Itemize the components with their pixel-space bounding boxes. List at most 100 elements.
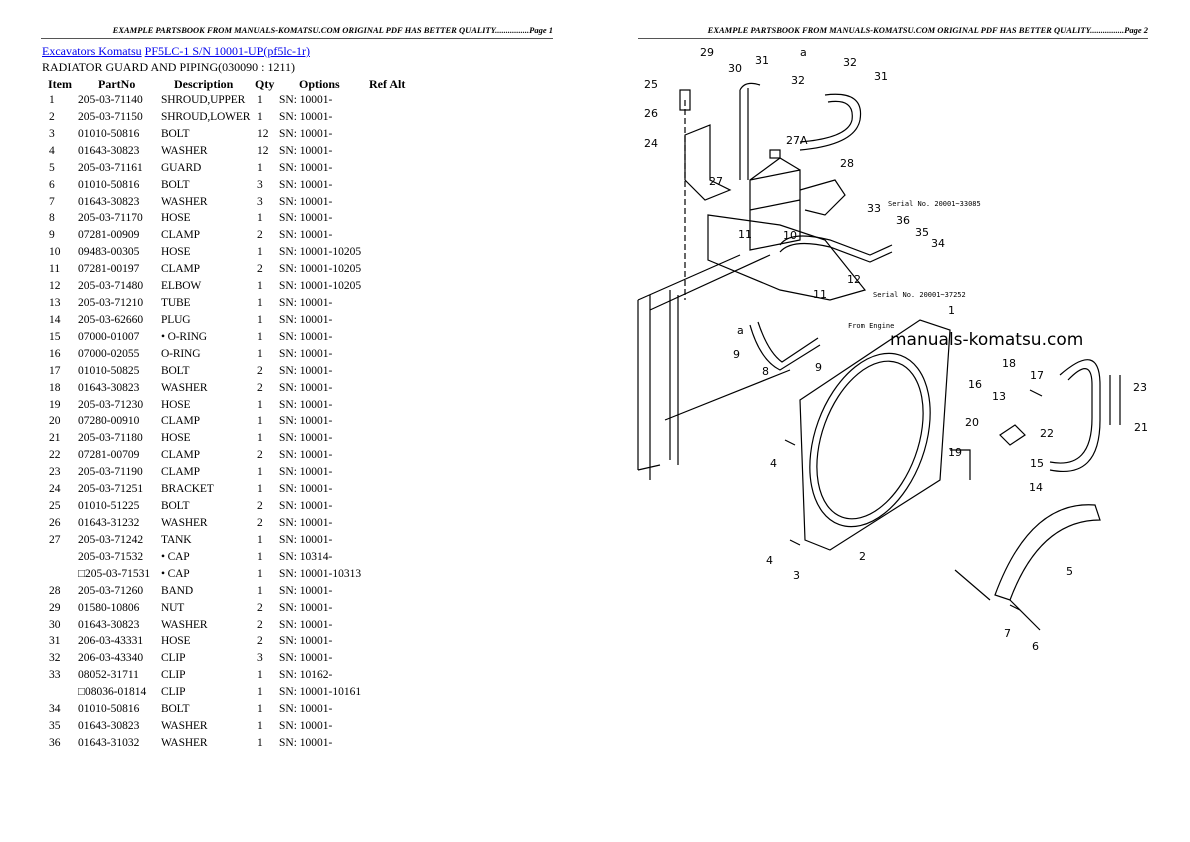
cell-item: 27	[49, 533, 61, 546]
callout-31: 31	[755, 54, 769, 67]
cell-options: SN: 10001-	[279, 313, 333, 326]
cell-item: 13	[49, 297, 61, 310]
cell-options: SN: 10001-10205	[279, 246, 362, 259]
cell-options: SN: 10001-	[279, 381, 333, 394]
cell-qty: 2	[257, 618, 263, 631]
cell-qty: 3	[257, 195, 263, 208]
cell-item: 14	[49, 313, 61, 326]
cell-item: 24	[49, 483, 61, 496]
cell-options: SN: 10001-10205	[279, 280, 362, 293]
cell-options: SN: 10001-	[279, 720, 333, 733]
callout-29: 29	[700, 46, 714, 59]
cell-item: 16	[49, 347, 61, 360]
cell-item: 31	[49, 635, 61, 648]
cell-qty: 2	[257, 381, 263, 394]
cell-part-no: 01643-31032	[78, 736, 140, 749]
callout-14: 14	[1029, 481, 1043, 494]
cell-description: NUT	[161, 601, 185, 614]
cell-item: 36	[49, 736, 61, 749]
diagram-drawing	[637, 82, 1121, 631]
callout-33: 33	[867, 202, 881, 215]
callout-23: 23	[1133, 381, 1147, 394]
cell-item: 34	[49, 703, 61, 716]
cell-options: SN: 10001-	[279, 601, 333, 614]
cell-qty: 2	[257, 500, 263, 513]
cell-part-no: 01643-30823	[78, 381, 140, 394]
cell-options: SN: 10001-	[279, 297, 333, 310]
callout-2: 2	[859, 550, 866, 563]
cell-options: SN: 10001-	[279, 398, 333, 411]
breadcrumb-link-model[interactable]: PF5LC-1 S/N 10001-UP(pf5lc-1r)	[144, 44, 310, 58]
breadcrumb-link-excavators[interactable]: Excavators Komatsu	[42, 44, 142, 58]
callout-25: 25	[644, 78, 658, 91]
callout-36: 36	[896, 214, 910, 227]
cell-qty: 12	[257, 144, 269, 157]
cell-item: 35	[49, 720, 61, 733]
cell-qty: 1	[257, 567, 263, 580]
cell-item: 29	[49, 601, 61, 614]
cell-qty: 2	[257, 364, 263, 377]
page-1-header: EXAMPLE PARTSBOOK FROM MANUALS-KOMATSU.C…	[41, 25, 553, 39]
callout-10: 10	[783, 229, 797, 242]
cell-description: BOLT	[161, 703, 190, 716]
cell-options: SN: 10001-10205	[279, 263, 362, 276]
cell-options: SN: 10001-	[279, 584, 333, 597]
cell-item: 18	[49, 381, 61, 394]
cell-item: 3	[49, 127, 55, 140]
cell-description: HOSE	[161, 212, 191, 225]
cell-qty: 1	[257, 161, 263, 174]
cell-qty: 2	[257, 449, 263, 462]
cell-item: 28	[49, 584, 61, 597]
cell-options: SN: 10001-	[279, 432, 333, 445]
cell-options: SN: 10001-	[279, 500, 333, 513]
callout-13: 13	[992, 390, 1006, 403]
cell-options: SN: 10001-	[279, 736, 333, 749]
cell-qty: 2	[257, 635, 263, 648]
page-2-header: EXAMPLE PARTSBOOK FROM MANUALS-KOMATSU.C…	[638, 25, 1148, 39]
callout-8: 8	[762, 365, 769, 378]
cell-options: SN: 10162-	[279, 669, 333, 682]
callout-7: 7	[1004, 627, 1011, 640]
callout-28: 28	[840, 157, 854, 170]
callout-12: 12	[847, 273, 861, 286]
cell-description: BAND	[161, 584, 193, 597]
cell-part-no: 01010-50816	[78, 178, 140, 191]
cell-description: CLIP	[161, 652, 186, 665]
cell-qty: 1	[257, 313, 263, 326]
cell-description: HOSE	[161, 432, 191, 445]
cell-options: SN: 10001-	[279, 110, 333, 123]
cell-item: 15	[49, 330, 61, 343]
cell-part-no: 205-03-71532	[78, 550, 144, 563]
callout-19: 19	[948, 446, 962, 459]
cell-qty: 1	[257, 110, 263, 123]
cell-options: SN: 10001-	[279, 483, 333, 496]
callout-a: a	[737, 324, 744, 337]
cell-item: 7	[49, 195, 55, 208]
callout-16: 16	[968, 378, 982, 391]
cell-description: BOLT	[161, 364, 190, 377]
cell-description: CLAMP	[161, 466, 200, 479]
cell-description: WASHER	[161, 195, 208, 208]
cell-qty: 1	[257, 736, 263, 749]
cell-description: WASHER	[161, 720, 208, 733]
cell-options: SN: 10001-	[279, 652, 333, 665]
callout-17: 17	[1030, 369, 1044, 382]
cell-options: SN: 10001-	[279, 212, 333, 225]
callout-35: 35	[915, 226, 929, 239]
cell-part-no: 09483-00305	[78, 246, 140, 259]
cell-qty: 1	[257, 550, 263, 563]
cell-qty: 1	[257, 466, 263, 479]
callout-18: 18	[1002, 357, 1016, 370]
callout-4: 4	[770, 457, 777, 470]
cell-qty: 2	[257, 263, 263, 276]
cell-part-no: 01643-30823	[78, 618, 140, 631]
cell-description: WASHER	[161, 517, 208, 529]
cell-description: CLAMP	[161, 415, 200, 428]
cell-item: 19	[49, 398, 61, 411]
cell-part-no: 205-03-71260	[78, 584, 144, 597]
cell-part-no: 205-03-71190	[78, 466, 143, 479]
cell-qty: 1	[257, 280, 263, 293]
cell-description: CLAMP	[161, 263, 200, 276]
column-header-item: Item	[48, 77, 72, 91]
